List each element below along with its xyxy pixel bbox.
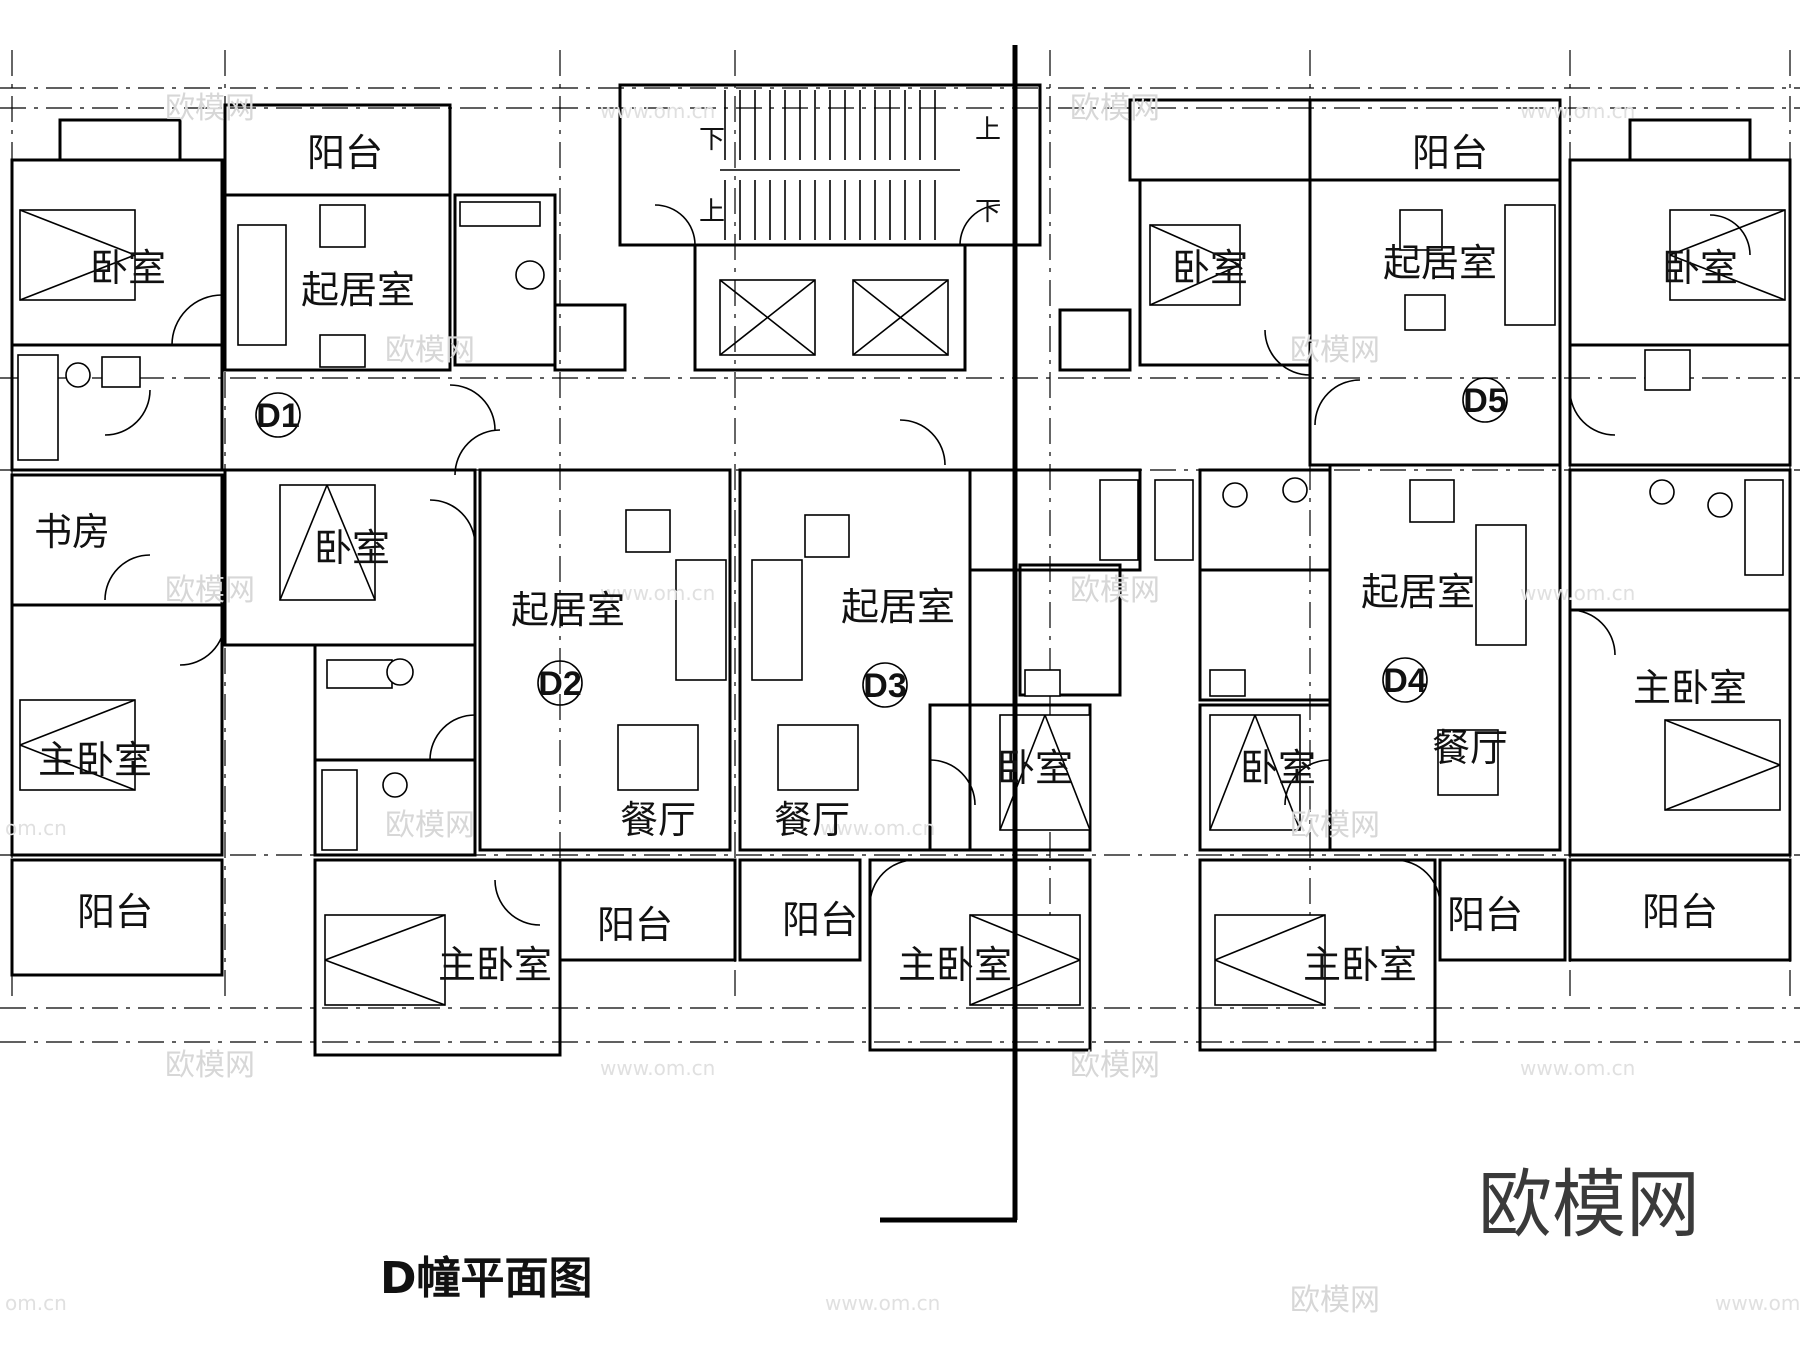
unit-label-d2: D2 bbox=[538, 665, 581, 703]
watermark-url: www.om.cn bbox=[825, 1291, 940, 1315]
watermark-url: www.om.cn bbox=[600, 581, 715, 605]
exterior-walls bbox=[10, 83, 1792, 1057]
room-label-bedroom: 卧室 bbox=[314, 526, 390, 570]
room-label-balcony: 阳台 bbox=[1447, 893, 1523, 937]
room-label-dining-room: 餐厅 bbox=[620, 798, 696, 842]
room-label-dining-room: 餐厅 bbox=[774, 798, 850, 842]
room-label-living-room: 起居室 bbox=[301, 268, 415, 312]
unit-label-d5: D5 bbox=[1463, 382, 1506, 420]
watermark-url: www.om.cn bbox=[1520, 99, 1635, 123]
watermark-faint: 欧模网 bbox=[1290, 1283, 1380, 1318]
elevator-shafts bbox=[719, 279, 949, 356]
room-label-balcony: 阳台 bbox=[307, 131, 383, 175]
faint-watermarks: 欧模网 欧模网 欧模网 欧模网 欧模网 欧模网 欧模网 欧模网 欧模网 欧模网 … bbox=[5, 91, 1800, 1318]
fixtures bbox=[17, 201, 1784, 851]
room-label-living-room: 起居室 bbox=[841, 585, 955, 629]
watermark-faint: 欧模网 bbox=[165, 91, 255, 126]
door-swings bbox=[104, 204, 1751, 926]
watermark-faint: 欧模网 bbox=[385, 333, 475, 368]
watermark-faint: 欧模网 bbox=[165, 573, 255, 608]
watermark-url: om.cn bbox=[5, 1291, 67, 1315]
room-label-master-bedroom: 主卧室 bbox=[898, 943, 1012, 987]
stair-up-label: 上 bbox=[975, 115, 1001, 145]
unit-label-d4: D4 bbox=[1383, 662, 1427, 700]
drawing-title: D幢平面图 bbox=[380, 1253, 593, 1304]
watermark-url: om.cn bbox=[5, 816, 67, 840]
room-label-living-room: 起居室 bbox=[1361, 570, 1475, 614]
room-label-dining-room: 餐厅 bbox=[1432, 726, 1508, 770]
stair-treads bbox=[720, 90, 960, 240]
room-label-bedroom: 卧室 bbox=[1240, 746, 1316, 790]
room-label-master-bedroom: 主卧室 bbox=[38, 738, 152, 782]
room-label-bedroom: 卧室 bbox=[997, 746, 1073, 790]
watermark-faint: 欧模网 bbox=[1070, 573, 1160, 608]
watermark-faint: 欧模网 bbox=[165, 1048, 255, 1083]
room-label-bedroom: 卧室 bbox=[90, 246, 166, 290]
watermark-url: www.om.cn bbox=[1715, 1291, 1800, 1315]
room-label-master-bedroom: 主卧室 bbox=[1633, 666, 1747, 710]
room-label-balcony: 阳台 bbox=[597, 903, 673, 947]
watermark-faint: 欧模网 bbox=[1290, 808, 1380, 843]
room-label-balcony: 阳台 bbox=[1642, 890, 1718, 934]
room-labels: 阳台 阳台 阳台 阳台 阳台 阳台 阳台 卧室 卧室 卧室 卧室 卧室 卧室 起… bbox=[34, 131, 1747, 987]
room-label-master-bedroom: 主卧室 bbox=[1303, 943, 1417, 987]
axis-grid-lines bbox=[0, 50, 1800, 1043]
room-label-study: 书房 bbox=[34, 510, 110, 554]
stair-up-label: 上 bbox=[699, 197, 725, 227]
room-label-bedroom: 卧室 bbox=[1662, 246, 1738, 290]
watermark-url: www.om.cn bbox=[820, 816, 935, 840]
room-label-bedroom: 卧室 bbox=[1172, 246, 1248, 290]
watermark-url: www.om.cn bbox=[600, 99, 715, 123]
room-label-balcony: 阳台 bbox=[1412, 131, 1488, 175]
section-cut-line bbox=[880, 45, 1018, 1223]
stair-direction-labels: 下 上 上 下 bbox=[699, 115, 1001, 227]
room-label-balcony: 阳台 bbox=[77, 890, 153, 934]
living-furniture bbox=[237, 204, 1556, 796]
unit-label-d3: D3 bbox=[863, 667, 906, 705]
watermark-url: www.om.cn bbox=[1520, 581, 1635, 605]
watermark-url: www.om.cn bbox=[1520, 1056, 1635, 1080]
stair-down-label: 下 bbox=[975, 197, 1001, 227]
brand-watermark: 欧模网 bbox=[1478, 1162, 1700, 1248]
watermark-faint: 欧模网 bbox=[385, 808, 475, 843]
stair-down-label: 下 bbox=[699, 125, 725, 155]
unit-label-d1: D1 bbox=[256, 397, 299, 435]
watermark-faint: 欧模网 bbox=[1070, 1048, 1160, 1083]
room-label-living-room: 起居室 bbox=[1383, 241, 1497, 285]
watermark-faint: 欧模网 bbox=[1070, 91, 1160, 126]
room-label-balcony: 阳台 bbox=[782, 898, 858, 942]
room-label-living-room: 起居室 bbox=[511, 588, 625, 632]
watermark-url: www.om.cn bbox=[600, 1056, 715, 1080]
room-label-master-bedroom: 主卧室 bbox=[438, 943, 552, 987]
watermark-faint: 欧模网 bbox=[1290, 333, 1380, 368]
unit-markers: D1 D2 D3 D4 D5 bbox=[255, 377, 1508, 708]
